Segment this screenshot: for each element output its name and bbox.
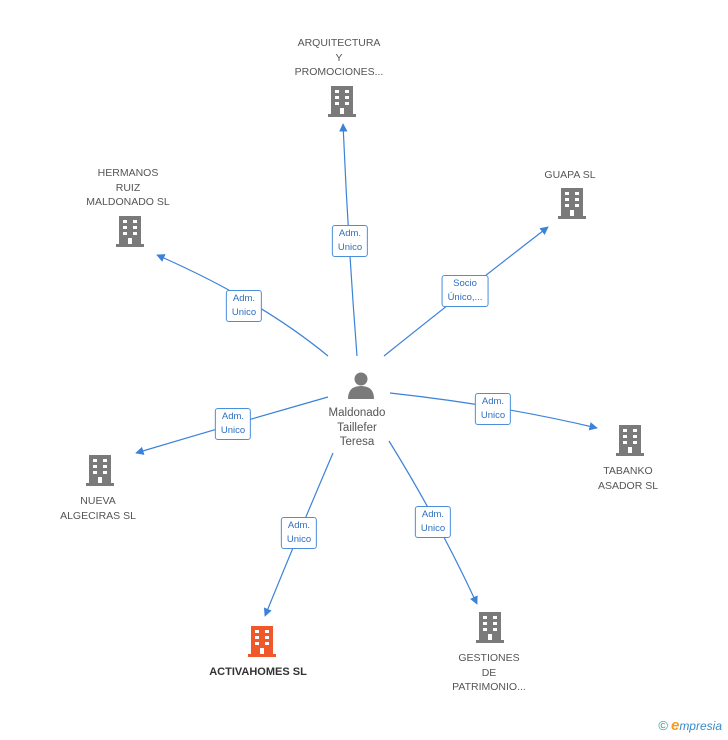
center-name-line: Taillefer (337, 421, 377, 434)
building-icon[interactable] (116, 216, 144, 247)
company-label-guapa[interactable]: GUAPA SL (544, 168, 595, 183)
building-icon[interactable] (476, 612, 504, 643)
company-label-activahomes[interactable]: ACTIVAHOMES SL (209, 665, 307, 680)
relation-badge-hermanos[interactable]: Adm. Unico (225, 290, 263, 322)
person-icon[interactable] (348, 372, 374, 400)
company-name-line: MALDONADO SL (86, 196, 170, 208)
relation-badge-activahomes[interactable]: Adm. Unico (280, 517, 318, 549)
building-icon[interactable] (86, 455, 114, 486)
relation-line: Adm. (481, 396, 505, 407)
company-name-line: TABANKO (603, 465, 653, 477)
relation-line: Adm. (338, 228, 362, 239)
relation-badge-arquitectura[interactable]: Adm. Unico (331, 225, 369, 257)
company-label-arquitectura[interactable]: ARQUITECTURA Y PROMOCIONES... (295, 36, 384, 80)
relation-line: Único,... (447, 292, 483, 303)
relation-badge-tabanko[interactable]: Adm. Unico (474, 393, 512, 425)
relation-line: Adm. (221, 411, 245, 422)
building-icon[interactable] (328, 86, 356, 117)
relation-line: Adm. (232, 293, 256, 304)
company-name-line: NUEVA (80, 495, 116, 507)
company-name-line: GUAPA SL (544, 169, 596, 181)
company-name-line: PROMOCIONES... (294, 66, 384, 78)
relation-line: Unico (337, 242, 363, 253)
company-name-line: ALGECIRAS SL (60, 509, 136, 522)
relation-line: Adm. (421, 509, 445, 520)
relation-badge-gestiones[interactable]: Adm. Unico (414, 506, 452, 538)
company-name-line: ARQUITECTURA (297, 37, 381, 49)
company-name-line: GESTIONES (458, 652, 520, 664)
center-name-line: Teresa (339, 436, 375, 448)
company-name-line: RUIZ (115, 181, 141, 194)
relation-line: Socio (453, 278, 477, 289)
relation-badge-nueva[interactable]: Adm. Unico (214, 408, 252, 440)
company-label-nueva[interactable]: NUEVA ALGECIRAS SL (60, 494, 136, 523)
company-label-gestiones[interactable]: GESTIONES DE PATRIMONIO... (452, 651, 526, 695)
company-label-tabanko[interactable]: TABANKO ASADOR SL (598, 464, 658, 493)
relation-line: Unico (480, 410, 506, 421)
company-label-hermanos[interactable]: HERMANOS RUIZ MALDONADO SL (86, 166, 169, 210)
center-name-line: Maldonado (328, 407, 386, 419)
relation-line: Unico (286, 534, 312, 545)
relation-line: Unico (220, 425, 246, 436)
company-name-line: HERMANOS (97, 167, 159, 179)
company-name-line: PATRIMONIO... (452, 681, 526, 693)
copyright-icon: © (658, 718, 668, 733)
company-name-line: ASADOR SL (597, 479, 659, 492)
company-name-line: ACTIVAHOMES SL (209, 666, 307, 678)
company-name-line: Y (335, 51, 343, 64)
relation-line: Adm. (287, 520, 311, 531)
building-icon[interactable] (248, 626, 276, 657)
empresia-logo[interactable]: © empresia (658, 717, 722, 734)
company-name-line: DE (481, 666, 497, 679)
building-icon[interactable] (616, 425, 644, 456)
relation-line: Unico (231, 307, 257, 318)
building-icon[interactable] (558, 188, 586, 219)
relation-line: Unico (420, 523, 446, 534)
